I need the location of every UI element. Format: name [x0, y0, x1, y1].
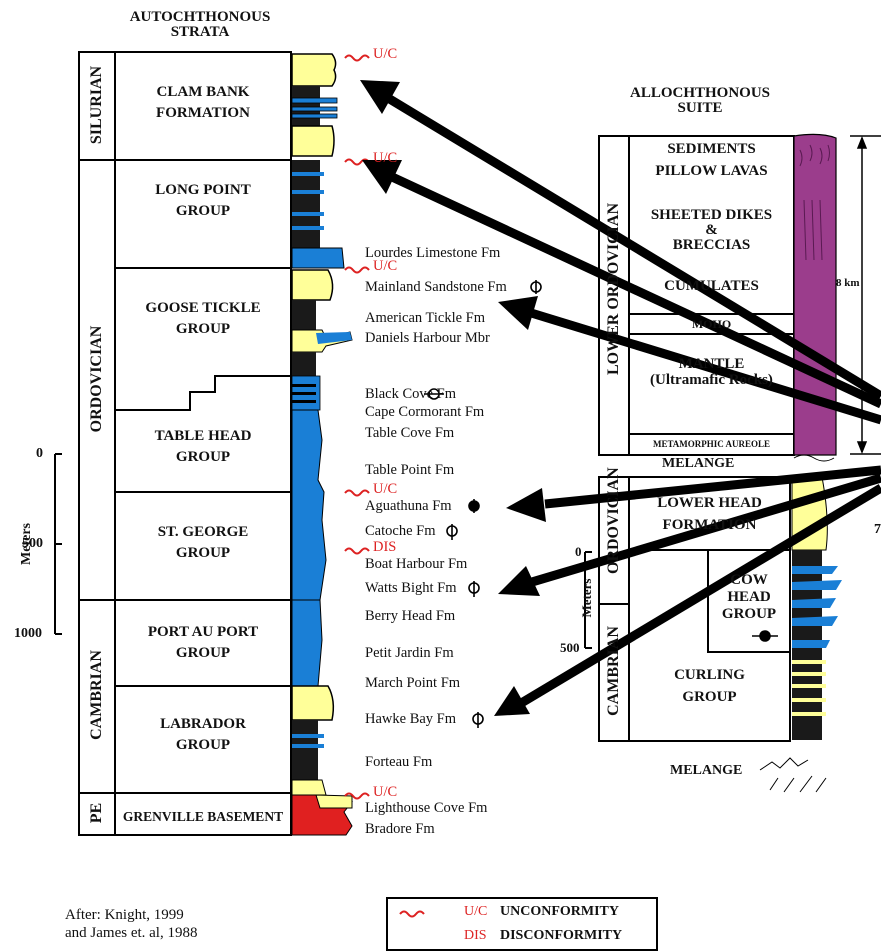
fm-table-point: Table Point Fm — [365, 462, 455, 478]
unit-port-au-port: PORT AU PORT GROUP — [147, 624, 259, 661]
unit-st-george: ST. GEORGE GROUP — [157, 524, 249, 561]
unit-table-head: TABLE HEAD GROUP — [154, 428, 252, 465]
period-ordovician-lower: ORDOVICIAN — [605, 467, 622, 574]
uc-label: U/C — [373, 46, 398, 62]
legend-uc-code: U/C — [464, 904, 488, 919]
fm-berry-head: Berry Head Fm — [365, 608, 456, 624]
thickness-arrow — [850, 135, 881, 455]
period-cambrian: CAMBRIAN — [88, 650, 105, 740]
fm-daniels-harbour: Daniels Harbour Mbr — [365, 330, 490, 346]
unit-cumulates: CUMULATES — [664, 278, 759, 294]
fm-boat-harbour: Boat Harbour Fm — [365, 556, 468, 572]
fm-petit-jardin: Petit Jardin Fm — [365, 645, 454, 661]
fm-cape-cormorant-line: Cape Cormorant Fm — [365, 404, 485, 420]
unit-curling: CURLING GROUP — [674, 667, 745, 705]
meters-scale — [54, 453, 62, 635]
source-citation: After: Knight, 1999 and James et. al, 19… — [65, 907, 198, 941]
unit-metamorphic-aureole: METAMORPHIC AUREOLE — [652, 439, 771, 449]
fm-black-cove: Black Cove Fm — [365, 386, 457, 402]
circle-dash-symbol — [424, 388, 444, 400]
dis-label: DIS — [373, 539, 397, 555]
melange-top: MELANGE — [662, 456, 735, 471]
pointer-arrows — [385, 94, 881, 709]
fm-hawke-bay: Hawke Bay Fm — [365, 711, 457, 727]
seven-label: 7 — [874, 522, 881, 537]
unit-pillow-lavas: PILLOW LAVAS — [655, 163, 768, 179]
fm-march-point: March Point Fm — [365, 675, 461, 691]
period-lower-ordovician: LOWER ORDOVICIAN — [605, 202, 622, 375]
lower-scale-tick-500: 500 — [560, 640, 580, 655]
unit-clam-bank: CLAM BANK FORMATION — [156, 84, 250, 121]
unit-long-point: LONG POINT GROUP — [155, 182, 251, 219]
legend-uc-name: UNCONFORMITY — [500, 904, 619, 919]
fm-watts-bight: Watts Bight Fm — [365, 580, 457, 596]
unit-mantle: MANTLE (Ultramafic Rocks) — [650, 356, 773, 388]
fm-table-cove: Table Cove Fm — [365, 425, 455, 441]
scale-tick-500: 500 — [22, 536, 43, 551]
scale-tick-0: 0 — [36, 446, 43, 461]
lithology-column — [291, 53, 354, 836]
legend-dis-code: DIS — [464, 928, 487, 943]
legend: U/C UNCONFORMITY DIS DISCONFORMITY — [386, 897, 658, 951]
fm-aguathuna: Aguathuna Fm — [365, 498, 452, 514]
period-ordovician: ORDOVICIAN — [88, 325, 105, 433]
unit-column — [114, 51, 292, 836]
fm-american-tickle: American Tickle Fm — [365, 310, 486, 326]
autochthonous-title: AUTOCHTHONOUS STRATA — [129, 9, 271, 40]
uc-label: U/C — [373, 258, 398, 274]
unit-moho: MOHO — [691, 317, 732, 331]
melange-bottom: MELANGE — [670, 763, 743, 778]
lower-scale-label: Meters — [579, 578, 594, 618]
unit-grenville: GRENVILLE BASEMENT — [122, 809, 284, 824]
circle-cross-symbol — [530, 280, 542, 294]
unit-labrador: LABRADOR GROUP — [160, 716, 246, 753]
uc-label: U/C — [373, 150, 398, 166]
unit-goose-tickle: GOOSE TICKLE GROUP — [145, 300, 261, 337]
uc-label: U/C — [373, 784, 398, 800]
scale-tick-1000: 1000 — [14, 626, 42, 641]
unit-cow-head: COW HEAD GROUP — [721, 572, 777, 622]
period-cambrian-lower: CAMBRIAN — [605, 626, 622, 716]
fm-bradore: Bradore Fm — [365, 821, 435, 837]
fm-forteau: Forteau Fm — [365, 754, 433, 770]
fm-lourdes: Lourdes Limestone Fm — [365, 245, 501, 261]
lower-scale-tick-0: 0 — [575, 544, 582, 559]
unit-sheeted-dikes: SHEETED DIKES & BRECCIAS — [650, 207, 773, 253]
allochthonous-title: ALLOCHTHONOUS SUITE — [629, 85, 771, 116]
period-silurian: SILURIAN — [88, 65, 105, 145]
period-pe: PE — [88, 802, 105, 824]
unit-lower-head: LOWER HEAD FORMATION — [657, 495, 762, 533]
unit-sediments: SEDIMENTS — [667, 141, 756, 157]
thickness-label: 8 km — [836, 277, 860, 289]
filled-circle-symbol — [468, 499, 480, 513]
legend-dis-name: DISCONFORMITY — [500, 928, 623, 943]
fm-mainland: Mainland Sandstone Fm — [365, 279, 507, 295]
fm-lighthouse-cove: Lighthouse Cove Fm — [365, 800, 488, 816]
lower-allochthon-frame — [598, 476, 791, 742]
fm-catoche: Catoche Fm — [365, 523, 436, 539]
uc-label: U/C — [373, 481, 398, 497]
